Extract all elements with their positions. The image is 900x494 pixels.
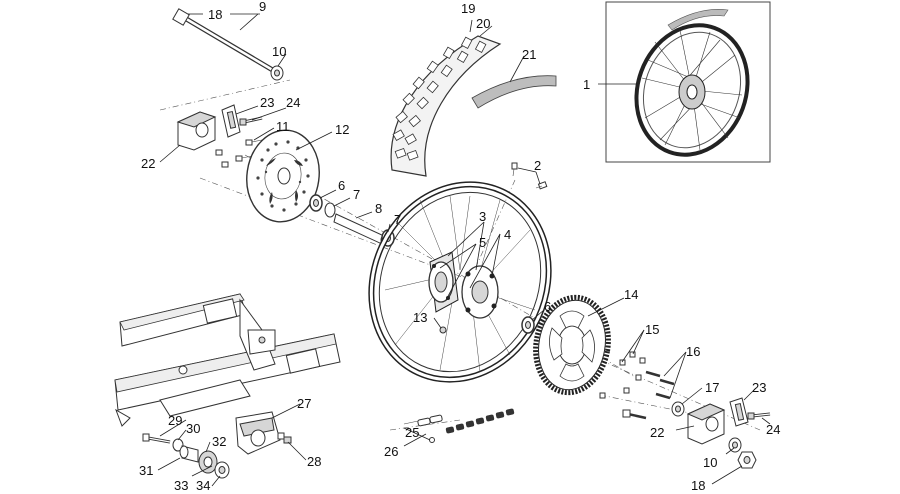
callout-7: 7 (394, 212, 401, 227)
callout-26: 26 (384, 444, 398, 459)
rear-axle (172, 8, 284, 81)
hub-bearing-right (521, 316, 535, 334)
callout-22: 22 (650, 425, 664, 440)
callout-18: 18 (208, 7, 222, 22)
callout-30: 30 (186, 421, 200, 436)
callout-7: 7 (353, 187, 360, 202)
chain-slider (235, 411, 292, 455)
callout-17: 17 (705, 380, 719, 395)
callout-3: 3 (479, 209, 486, 224)
callout-12: 12 (335, 122, 349, 137)
callout-25: 25 (405, 425, 419, 440)
complete-wheel-inset (605, 1, 771, 163)
callout-labels: 18 9 10 23 24 11 12 22 6 7 8 7 19 20 21 … (139, 0, 780, 493)
leader-lines (157, 13, 771, 487)
callout-16: 16 (686, 344, 700, 359)
callout-23: 23 (260, 95, 274, 110)
callout-11: 11 (276, 119, 290, 134)
callout-33: 33 (174, 478, 188, 493)
callout-19: 19 (461, 1, 475, 16)
right-chain-adjuster (671, 397, 771, 469)
rear-sprocket (533, 294, 611, 396)
callout-15: 15 (645, 322, 659, 337)
valve-parts (511, 162, 548, 190)
callout-6: 6 (544, 299, 551, 314)
callout-20: 20 (476, 16, 490, 31)
callout-5: 5 (479, 235, 486, 250)
callout-10: 10 (272, 44, 286, 59)
callout-4: 4 (504, 227, 511, 242)
callout-23: 23 (752, 380, 766, 395)
callout-18: 18 (691, 478, 705, 493)
callout-2: 2 (534, 158, 541, 173)
left-chain-adjuster (176, 104, 263, 151)
callout-8: 8 (375, 201, 382, 216)
tire (390, 35, 502, 177)
brake-disc (246, 129, 320, 223)
callout-28: 28 (307, 454, 321, 469)
sprocket-fasteners (599, 351, 675, 420)
callout-24: 24 (286, 95, 300, 110)
swingarm (114, 293, 341, 427)
callout-6: 6 (338, 178, 345, 193)
callout-14: 14 (624, 287, 638, 302)
callout-13: 13 (413, 310, 427, 325)
caliper-bolts (215, 139, 263, 168)
callout-21: 21 (522, 47, 536, 62)
callout-22: 22 (141, 156, 155, 171)
callout-29: 29 (168, 413, 182, 428)
callout-10: 10 (703, 455, 717, 470)
callout-9: 9 (259, 0, 266, 14)
callout-32: 32 (212, 434, 226, 449)
rear-wheel (368, 181, 552, 383)
callout-31: 31 (139, 463, 153, 478)
rim-tape (471, 75, 557, 109)
callout-34: 34 (196, 478, 210, 493)
callout-1: 1 (583, 77, 590, 92)
chain-roller-assembly (142, 433, 230, 479)
callout-27: 27 (297, 396, 311, 411)
callout-24: 24 (766, 422, 780, 437)
